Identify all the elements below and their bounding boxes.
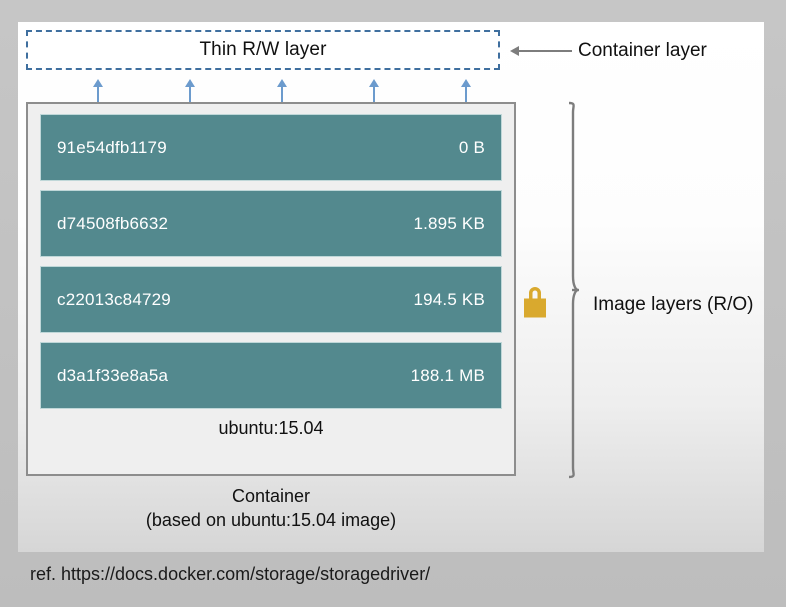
image-layers-label: Image layers (R/O)	[593, 294, 754, 315]
container-layer-callout: Container layer	[510, 40, 707, 62]
curly-brace-icon	[568, 101, 579, 479]
layer-size: 194.5 KB	[413, 289, 485, 309]
thin-rw-layer-box: Thin R/W layer	[26, 30, 500, 70]
image-layer-row: 91e54dfb1179 0 B	[40, 114, 502, 181]
layer-id: 91e54dfb1179	[57, 137, 167, 157]
layer-id: c22013c84729	[57, 289, 171, 309]
layer-size: 0 B	[458, 137, 485, 157]
base-image-name: ubuntu:15.04	[218, 418, 324, 438]
container-layer-label: Container layer	[578, 40, 707, 61]
layer-id: d3a1f33e8a5a	[57, 365, 169, 385]
arrow-left-icon	[510, 45, 572, 57]
caption-line-2: (based on ubuntu:15.04 image)	[145, 510, 397, 531]
reference-url: ref. https://docs.docker.com/storage/sto…	[30, 564, 431, 584]
container-frame: 91e54dfb1179 0 B d74508fb6632 1.895 KB c…	[26, 102, 516, 476]
layer-size: 188.1 MB	[410, 365, 485, 385]
caption-line-1: Container	[231, 486, 311, 506]
image-layer-row: d74508fb6632 1.895 KB	[40, 190, 502, 257]
layer-id: d74508fb6632	[57, 213, 169, 233]
slide-canvas: Thin R/W layer Container layer 91e54dfb1…	[18, 22, 764, 552]
layer-size: 1.895 KB	[413, 213, 485, 233]
padlock-icon	[524, 287, 546, 318]
image-layer-row: c22013c84729 194.5 KB	[40, 266, 502, 333]
thin-rw-layer-label: Thin R/W layer	[199, 39, 327, 60]
image-layer-row: d3a1f33e8a5a 188.1 MB	[40, 342, 502, 409]
container-caption: Container (based on ubuntu:15.04 image)	[26, 484, 516, 533]
